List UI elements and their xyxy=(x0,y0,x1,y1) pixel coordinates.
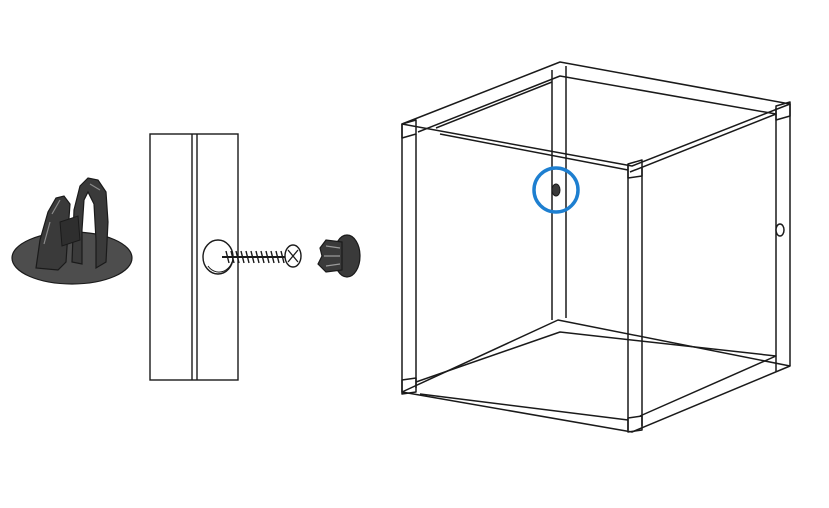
frame-post-back-right xyxy=(775,104,791,372)
cap-icon xyxy=(317,234,361,278)
frame-corner-bottom-right xyxy=(627,415,643,433)
frame-post-front-right xyxy=(627,164,643,430)
frame-bottom-outer xyxy=(401,319,791,433)
frame-top-inner xyxy=(417,75,777,173)
cap-leg-slits xyxy=(324,245,341,267)
clip-bridge xyxy=(59,215,81,247)
panel-recess-shade xyxy=(207,261,233,273)
frame-corner-front-right xyxy=(627,159,643,179)
clip-edge-highlight xyxy=(43,183,101,245)
clip-prong-right xyxy=(71,177,109,270)
cube-frame-icon xyxy=(401,61,791,433)
frame-top-outer xyxy=(401,61,791,167)
screw-icon xyxy=(222,244,302,268)
frame-corner-front-left xyxy=(401,119,417,139)
frame-top-inner-2 xyxy=(435,81,629,171)
screw-cross-slot xyxy=(287,249,299,263)
screw-threads xyxy=(225,250,285,264)
clip-prong-left xyxy=(35,195,71,271)
frame-bottom-inner xyxy=(415,331,777,421)
frame-corner-bottom-left xyxy=(401,377,417,395)
frame-post-front-left xyxy=(401,124,417,392)
frame-side-hole xyxy=(775,223,785,237)
frame-post-back-left xyxy=(551,66,567,320)
clip-icon xyxy=(11,177,133,285)
frame-corner-back-right xyxy=(775,101,791,121)
highlight-circle xyxy=(532,166,580,214)
frame-connector-hole xyxy=(551,183,561,197)
screw-thread-lines xyxy=(225,250,285,264)
